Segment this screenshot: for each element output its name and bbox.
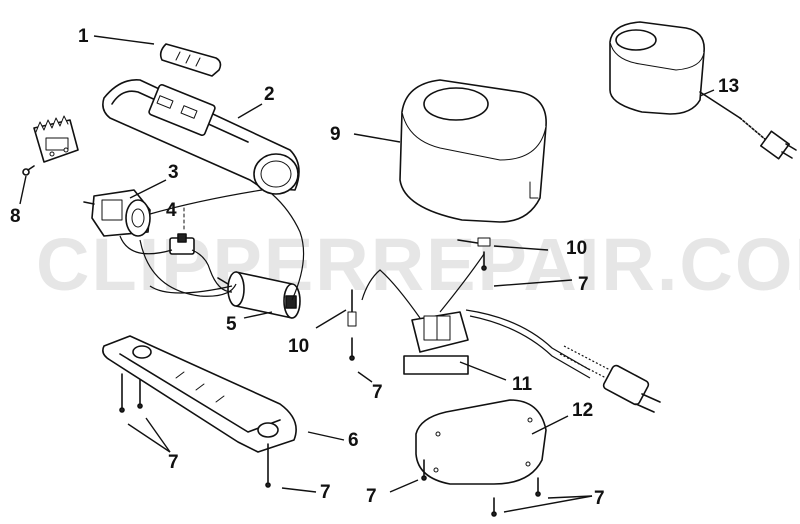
label-10-lower: 10 xyxy=(288,336,309,357)
label-7-terminal-screw: 7 xyxy=(372,382,383,403)
part-plug-11 xyxy=(602,364,661,413)
label-9: 9 xyxy=(330,124,341,145)
part-bottom-plate xyxy=(415,399,547,485)
label-5: 5 xyxy=(226,314,237,335)
label-7-plate-screws: 7 xyxy=(594,488,605,509)
label-6: 6 xyxy=(348,430,359,451)
label-1: 1 xyxy=(78,26,89,47)
label-2: 2 xyxy=(264,84,275,105)
part-complete-base xyxy=(609,21,797,160)
label-10-upper: 10 xyxy=(566,238,587,259)
wire-motor-switch xyxy=(119,235,233,293)
wire-capacitor-housing xyxy=(149,189,305,301)
label-3: 3 xyxy=(168,162,179,183)
part-screws-bottom-plate xyxy=(421,459,541,517)
part-terminal-lower xyxy=(347,289,357,361)
part-capacitor xyxy=(217,271,301,319)
part-base-cover xyxy=(399,79,547,223)
label-12: 12 xyxy=(572,400,593,421)
leader-lines xyxy=(19,35,715,513)
label-7-plate-left-screw: 7 xyxy=(366,486,377,507)
watermark-text: CLIPPERREPAIR.COM xyxy=(36,223,800,306)
label-7-upper-terminal-screw: 7 xyxy=(578,274,589,295)
part-lower-housing xyxy=(102,335,297,453)
label-8: 8 xyxy=(10,206,21,227)
part-blade-screw xyxy=(22,165,35,176)
label-13: 13 xyxy=(718,76,739,97)
label-7-lower-housing-screws: 7 xyxy=(168,452,179,473)
part-blade xyxy=(33,115,79,163)
label-11: 11 xyxy=(512,374,533,395)
label-4: 4 xyxy=(166,200,177,221)
wire-loop xyxy=(139,239,237,297)
part-motor xyxy=(83,189,151,237)
wire-transformer-terminals xyxy=(361,253,485,319)
cord-strain-11 xyxy=(559,345,611,379)
part-screws-lower-housing xyxy=(119,373,271,488)
label-7-rear-screw: 7 xyxy=(320,482,331,503)
wire-transformer-cord xyxy=(465,309,591,379)
part-upper-housing xyxy=(102,79,300,195)
part-switch xyxy=(169,207,195,255)
part-transformer xyxy=(403,311,469,375)
part-switch-cover xyxy=(159,43,222,77)
